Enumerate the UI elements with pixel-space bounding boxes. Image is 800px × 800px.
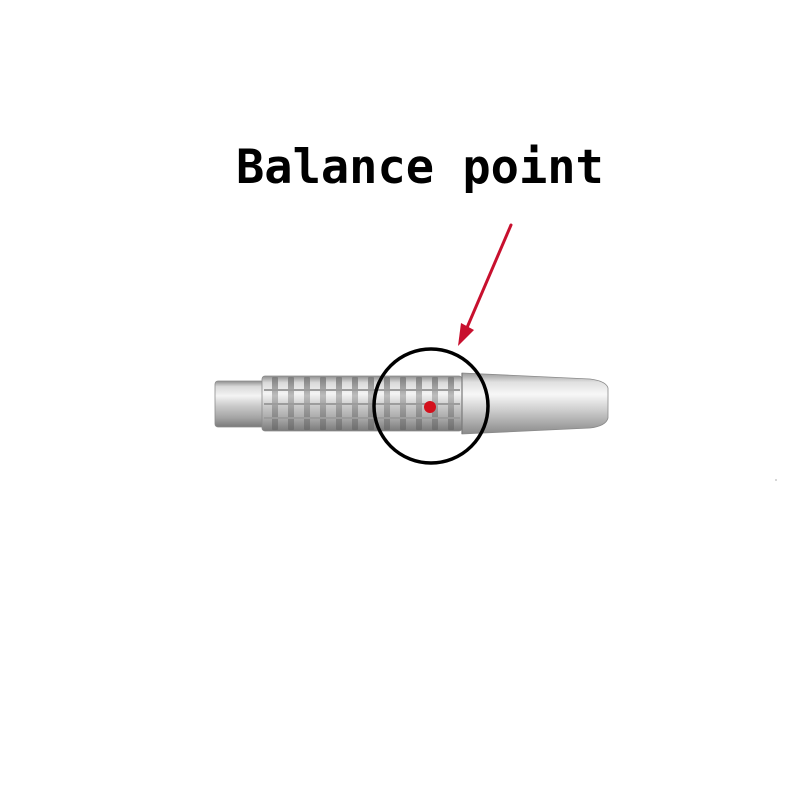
- dust-speck: [775, 479, 777, 481]
- dart-barrel: [214, 372, 609, 435]
- balance-point-label: Balance point: [236, 140, 604, 195]
- balance-point-arrow: [458, 223, 513, 346]
- barrel-front-taper: [461, 372, 609, 435]
- balance-point-dot: [424, 401, 436, 413]
- balance-point-circle: [372, 347, 490, 465]
- barrel-rear-section: [214, 380, 266, 428]
